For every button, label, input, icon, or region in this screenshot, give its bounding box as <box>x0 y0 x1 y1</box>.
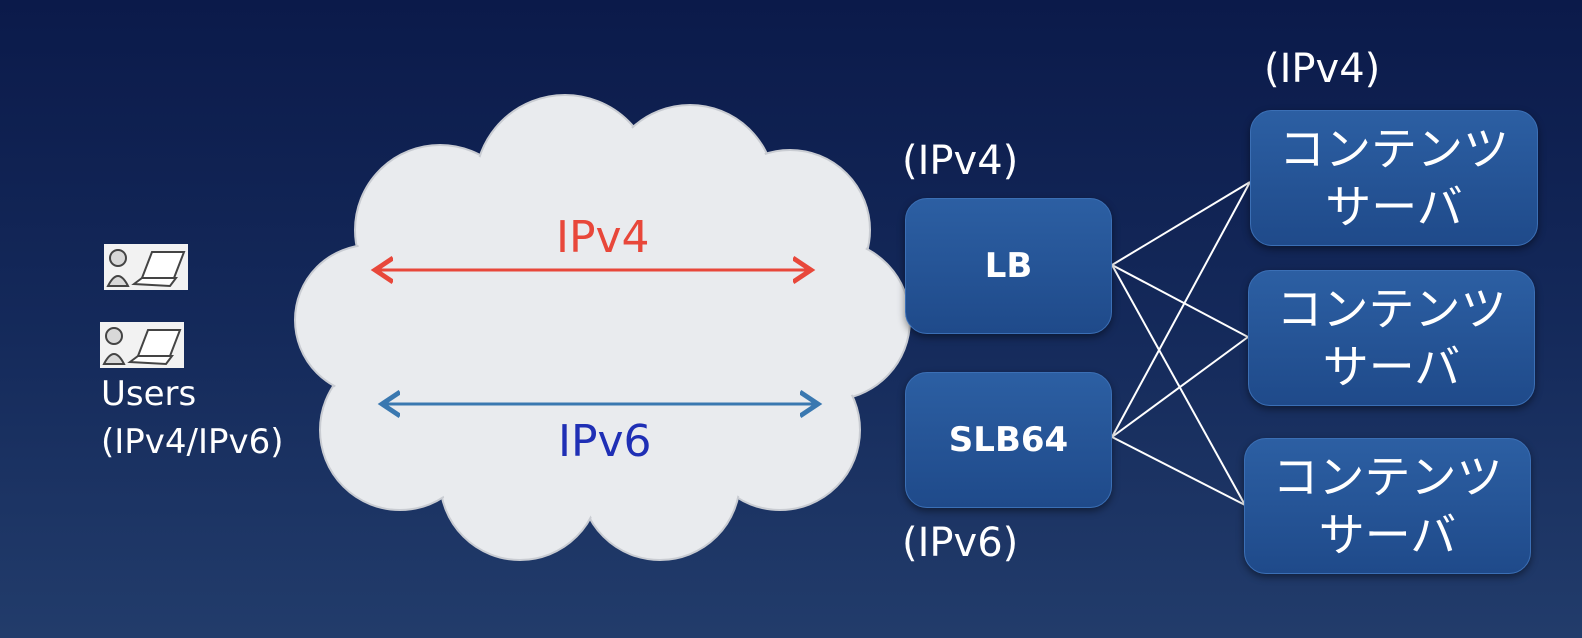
slb64-label: SLB64 <box>948 420 1069 460</box>
lb-protocol-label: (IPv4) <box>902 138 1019 184</box>
ipv6-label: IPv6 <box>558 416 652 467</box>
user-laptop-icon-2 <box>100 322 184 368</box>
lb-label: LB <box>984 246 1033 286</box>
content-server-box-2: コンテンツ サーバ <box>1248 270 1535 406</box>
users-label: Users <box>101 374 197 414</box>
content-server-box-1: コンテンツ サーバ <box>1250 110 1538 246</box>
content-server-label: コンテンツ サーバ <box>1279 122 1509 234</box>
users-protocol-label: (IPv4/IPv6) <box>101 422 284 462</box>
content-server-label: コンテンツ サーバ <box>1276 282 1507 394</box>
content-server-box-3: コンテンツ サーバ <box>1244 438 1531 574</box>
slb64-box: SLB64 <box>905 372 1112 508</box>
lb-box: LB <box>905 198 1112 334</box>
slb64-protocol-label: (IPv6) <box>902 520 1019 566</box>
user-laptop-icon <box>104 244 188 290</box>
connection-lines <box>1111 181 1251 506</box>
content-server-label: コンテンツ サーバ <box>1272 450 1503 562</box>
servers-protocol-label: (IPv4) <box>1264 46 1381 92</box>
ipv4-label: IPv4 <box>556 212 650 263</box>
